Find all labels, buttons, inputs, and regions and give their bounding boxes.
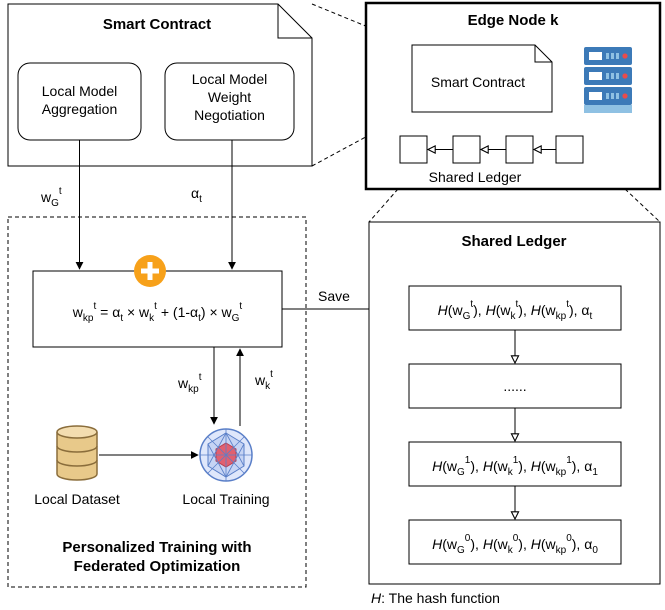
aggregation-line-1: Local Model: [42, 83, 118, 99]
ledger-zoom-line-left: [368, 188, 399, 223]
ledger-block-0-text: H(wG0), H(wk0), H(wkp0), α0: [432, 533, 598, 556]
plus-icon: [134, 255, 166, 287]
hash-footnote: H: The hash function: [371, 590, 500, 606]
mini-ledger-block: [399, 135, 428, 164]
local-training-label: Local Training: [182, 491, 269, 507]
server-icon: [584, 47, 632, 113]
save-label: Save: [318, 288, 350, 304]
ledger-block: [408, 363, 622, 409]
smart-contract-title: Smart Contract: [103, 16, 211, 33]
ledger-block-1-text: H(wG1), H(wk1), H(wkp1), α1: [432, 455, 598, 478]
edge-node-title: Edge Node k: [468, 12, 560, 29]
shared-ledger-panel: Shared Ledger H(wGt), H(wkt), H(wkpt), α…: [368, 221, 661, 585]
kp-weight-label: wkpt: [177, 372, 202, 395]
ledger-block-t-text: H(wGt), H(wkt), H(wkpt), αt: [438, 299, 593, 322]
mini-ledger-label: Shared Ledger: [429, 169, 522, 185]
smart-contract-panel: Smart Contract Local Model Aggregation L…: [7, 3, 313, 167]
mini-ledger-block: [505, 135, 534, 164]
local-model-weight-negotiation-box: [164, 62, 295, 141]
edge-node-panel: Edge Node k Smart Contract: [364, 1, 662, 191]
ledger-ellipsis: ......: [503, 378, 526, 394]
ledger-zoom-line-right: [624, 188, 661, 223]
footer-line-2: Federated Optimization: [74, 558, 241, 575]
mini-smart-contract-label: Smart Contract: [431, 74, 525, 90]
negotiation-line-1: Local Model: [192, 71, 268, 87]
ledger-block: [408, 441, 622, 487]
ai-sphere-icon: [199, 428, 253, 482]
ledger-block: [408, 519, 622, 565]
alpha-label: αt: [191, 185, 202, 205]
ledger-block: [408, 285, 622, 331]
database-icon: [56, 425, 98, 481]
global-weight-label: wGt: [40, 186, 62, 209]
mini-ledger-chain: Shared Ledger: [399, 135, 584, 185]
update-formula: wkpt = αt × wkt + (1-αt) × wGt: [72, 301, 243, 324]
shared-ledger-title: Shared Ledger: [461, 233, 566, 250]
footer-line-1: Personalized Training with: [62, 539, 251, 556]
mini-smart-contract: Smart Contract: [411, 44, 553, 113]
mini-ledger-block: [555, 135, 584, 164]
k-weight-label: wkt: [254, 369, 273, 392]
negotiation-line-2: Weight: [208, 89, 251, 105]
local-dataset-label: Local Dataset: [34, 491, 120, 507]
aggregation-line-2: Aggregation: [42, 101, 118, 117]
mini-ledger-block: [452, 135, 481, 164]
negotiation-line-3: Negotiation: [194, 107, 265, 123]
personalized-training-panel: wkpt = αt × wkt + (1-αt) × wGt Local Dat…: [7, 216, 307, 588]
